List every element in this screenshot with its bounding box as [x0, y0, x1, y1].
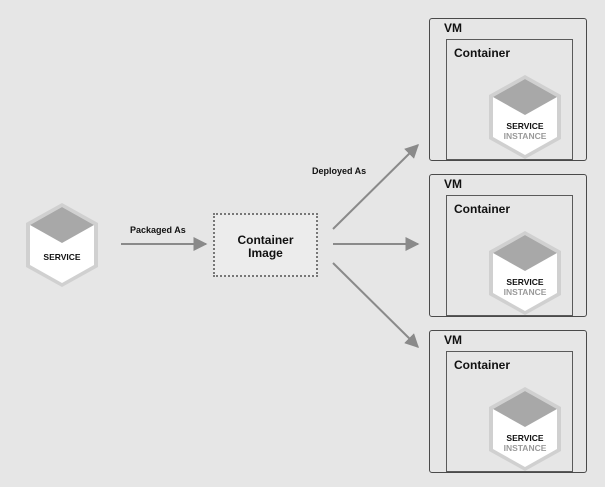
- service-instance-hexagon: SERVICE INSTANCE: [487, 74, 563, 160]
- service-instance-hexagon: SERVICE INSTANCE: [487, 386, 563, 472]
- instance-label: INSTANCE: [503, 131, 547, 141]
- vm-label: VM: [444, 21, 462, 35]
- container-box: Container SERVICE INSTANCE: [446, 39, 573, 160]
- arrow-deployed-bottom: [332, 262, 419, 348]
- vm-box: VM Container SERVICE INSTANCE: [429, 18, 587, 161]
- service-label: SERVICE: [43, 252, 81, 262]
- container-label: Container: [454, 46, 511, 60]
- vm-box: VM Container SERVICE INSTANCE: [429, 330, 587, 473]
- vm-label: VM: [444, 177, 462, 191]
- service-instance-hexagon: SERVICE INSTANCE: [487, 230, 563, 316]
- service-instance-label: SERVICE: [506, 433, 544, 443]
- service-instance-label: SERVICE: [506, 277, 544, 287]
- container-label: Container: [454, 202, 511, 216]
- service-hexagon: SERVICE: [24, 202, 100, 288]
- container-image-box: Container Image: [213, 213, 318, 277]
- container-box: Container SERVICE INSTANCE: [446, 195, 573, 316]
- instance-label: INSTANCE: [503, 287, 547, 297]
- container-image-line1: Container: [237, 233, 294, 247]
- deployed-as-label: Deployed As: [312, 166, 367, 176]
- arrow-deployed-top: [332, 144, 419, 230]
- vm-box: VM Container SERVICE INSTANCE: [429, 174, 587, 317]
- container-image-line2: Image: [248, 246, 283, 260]
- container-box: Container SERVICE INSTANCE: [446, 351, 573, 472]
- service-instance-label: SERVICE: [506, 121, 544, 131]
- instance-label: INSTANCE: [503, 443, 547, 453]
- vm-label: VM: [444, 333, 462, 347]
- container-label: Container: [454, 358, 511, 372]
- packaged-as-label: Packaged As: [130, 225, 186, 235]
